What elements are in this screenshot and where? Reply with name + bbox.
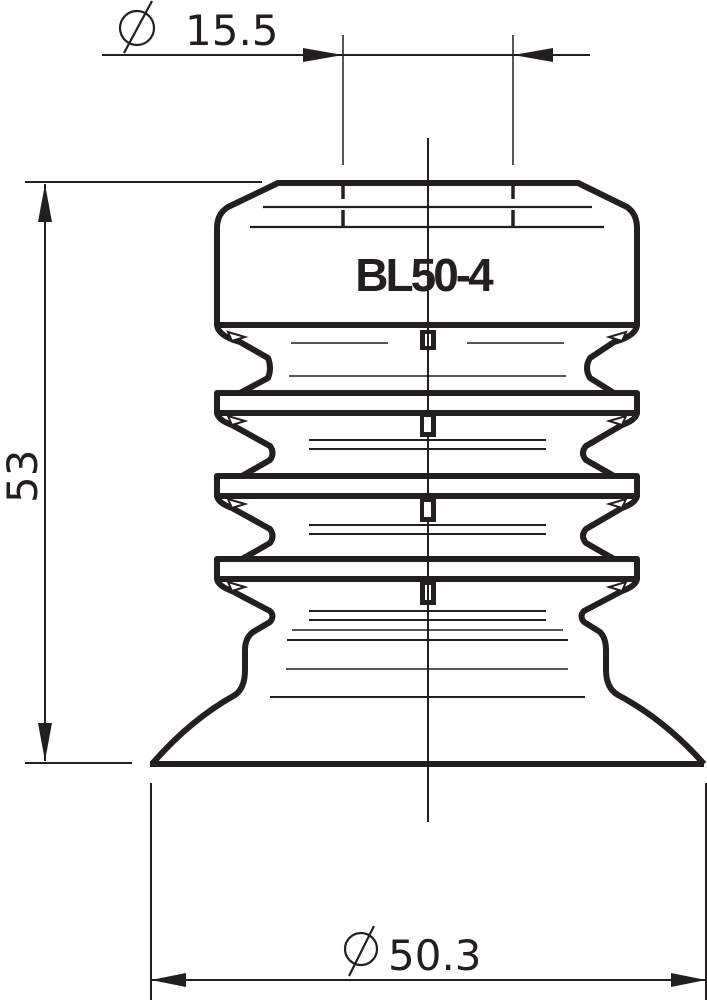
fold-details (226, 330, 628, 593)
shading-lines (250, 205, 604, 698)
top-diameter-label: 15.5 (118, 0, 279, 55)
diameter-symbol-icon (118, 9, 156, 47)
suction-cup-body (149, 180, 707, 767)
top-diameter-dimension (102, 35, 590, 165)
part-label: BL50-4 (355, 249, 494, 301)
head-marks (341, 185, 515, 227)
bottom-diameter-label: 50.3 (343, 925, 482, 980)
height-value: 53 (0, 450, 47, 503)
center-notches (420, 330, 436, 605)
bottom-diameter-dimension (150, 783, 707, 1000)
top-diameter-value: 15.5 (185, 6, 279, 55)
bottom-diameter-value: 50.3 (388, 931, 482, 980)
height-dimension (25, 181, 262, 764)
diameter-symbol-icon (343, 931, 379, 967)
